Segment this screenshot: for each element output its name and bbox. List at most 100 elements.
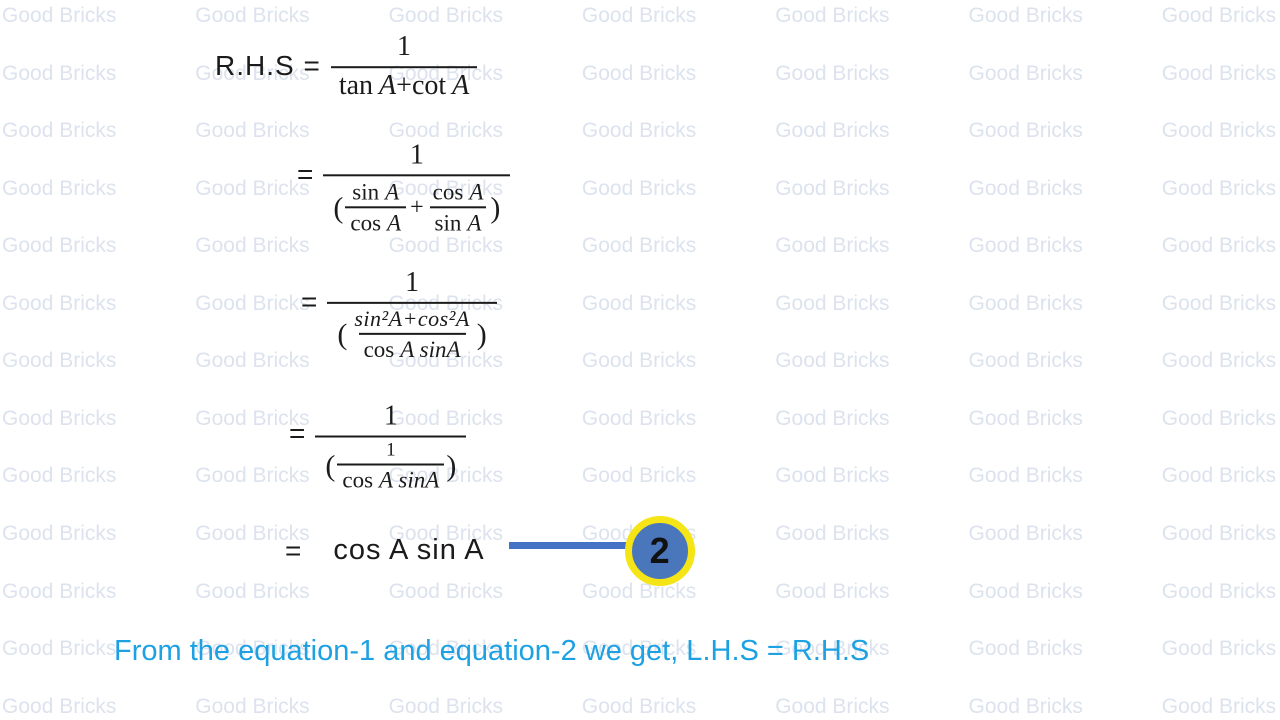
- watermark-text: Good Bricks: [775, 694, 890, 718]
- sin-function: sin: [352, 179, 380, 205]
- watermark-text: Good Bricks: [2, 4, 117, 27]
- watermark-text: Good Bricks: [195, 521, 310, 545]
- variable-a: A: [385, 179, 400, 205]
- watermark-text: Good Bricks: [775, 291, 890, 315]
- watermark-text: Good Bricks: [388, 464, 503, 488]
- plus-operator: +: [396, 70, 412, 101]
- open-paren: (: [333, 190, 344, 224]
- watermark-text: Good Bricks: [581, 61, 697, 85]
- watermark-text: Good Bricks: [775, 464, 890, 488]
- watermark-text: Good Bricks: [581, 119, 697, 143]
- watermark-text: Good Bricks: [581, 406, 697, 430]
- cos-function: cos: [342, 467, 374, 493]
- open-paren: (: [325, 449, 336, 483]
- cot-function: cot: [411, 70, 447, 101]
- conclusion-text: From the equation-1 and equation-2 we ge…: [114, 635, 870, 667]
- cos-function: cos: [432, 179, 464, 205]
- watermark-text: Good Bricks: [581, 4, 697, 27]
- watermark-text: Good Bricks: [2, 61, 117, 85]
- variable-a: A: [469, 179, 484, 205]
- watermark-text: Good Bricks: [581, 176, 697, 200]
- watermark-text: Good Bricks: [775, 521, 890, 545]
- watermark-text: Good Bricks: [968, 291, 1083, 315]
- watermark-text: Good Bricks: [195, 579, 310, 603]
- watermark-text: Good Bricks: [2, 521, 117, 545]
- watermark-text: Good Bricks: [775, 406, 890, 430]
- watermark-text: Good Bricks: [968, 637, 1083, 661]
- watermark-text: Good Bricks: [581, 349, 697, 373]
- watermark-text: Good Bricks: [968, 464, 1083, 488]
- plus-operator: +: [410, 194, 424, 221]
- watermark-text: Good Bricks: [581, 579, 697, 603]
- watermark-text: Good Bricks: [1161, 119, 1277, 143]
- watermark-text: Good Bricks: [968, 119, 1083, 143]
- fraction-3-numerator: 1: [405, 266, 420, 298]
- watermark-text: Good Bricks: [581, 464, 697, 488]
- watermark-text: Good Bricks: [1161, 637, 1277, 661]
- watermark-text: Good Bricks: [775, 234, 890, 258]
- watermark-text: Good Bricks: [775, 176, 890, 200]
- watermark-text: Good Bricks: [388, 579, 503, 603]
- watermark-text: Good Bricks: [2, 234, 117, 258]
- watermark-text: Good Bricks: [968, 61, 1083, 85]
- equation-2-badge: 2: [624, 516, 695, 586]
- tan-function: tan: [338, 70, 374, 101]
- pythagorean-identity: sin²A+cos²A: [354, 305, 470, 331]
- watermark-text: Good Bricks: [2, 637, 117, 661]
- connector-line: [508, 541, 631, 549]
- result-expression: cos A sin A: [333, 534, 485, 567]
- equation-line-5: = cos A sin A 2: [285, 516, 695, 586]
- watermark-text: Good Bricks: [775, 119, 890, 143]
- watermark-text: Good Bricks: [1161, 349, 1277, 373]
- a-sin-a: A sinA: [379, 467, 440, 493]
- fraction-2-numerator: 1: [409, 139, 424, 171]
- watermark-text: Good Bricks: [195, 291, 310, 315]
- watermark-text: Good Bricks: [1161, 176, 1277, 200]
- watermark-text: Good Bricks: [775, 349, 890, 373]
- watermark-text: Good Bricks: [968, 176, 1083, 200]
- watermark-text: Good Bricks: [775, 637, 890, 661]
- watermark-text: Good Bricks: [195, 234, 310, 258]
- watermark-text: Good Bricks: [1161, 406, 1277, 430]
- variable-a: A: [467, 210, 482, 236]
- watermark-text: Good Bricks: [581, 637, 697, 661]
- equation-line-1: R.H.S = 1 tan A + cot A: [215, 31, 478, 102]
- watermark-text: Good Bricks: [1161, 291, 1277, 315]
- watermark-text: Good Bricks: [968, 579, 1083, 603]
- watermark-text: Good Bricks: [775, 61, 890, 85]
- watermark-text: Good Bricks: [2, 119, 117, 143]
- watermark-text: Good Bricks: [775, 579, 890, 603]
- equals-sign: =: [289, 417, 306, 449]
- watermark-text: Good Bricks: [1161, 61, 1277, 85]
- watermark-text: Good Bricks: [968, 694, 1083, 718]
- cos-function: cos: [350, 210, 382, 236]
- watermark-text: Good Bricks: [195, 349, 310, 373]
- watermark-text: Good Bricks: [968, 4, 1083, 27]
- watermark-text: Good Bricks: [581, 291, 697, 315]
- watermark-text: Good Bricks: [1161, 234, 1277, 258]
- equals-sign: =: [285, 534, 302, 566]
- rhs-label: R.H.S =: [215, 50, 321, 82]
- close-paren: ): [446, 449, 457, 483]
- watermark-text: Good Bricks: [388, 694, 503, 718]
- close-paren: ): [476, 317, 487, 351]
- watermark-text: Good Bricks: [2, 176, 117, 200]
- watermark-text: Good Bricks: [388, 4, 503, 27]
- watermark-text: Good Bricks: [195, 61, 310, 85]
- watermark-text: Good Bricks: [2, 406, 117, 430]
- variable-a: A: [452, 70, 470, 101]
